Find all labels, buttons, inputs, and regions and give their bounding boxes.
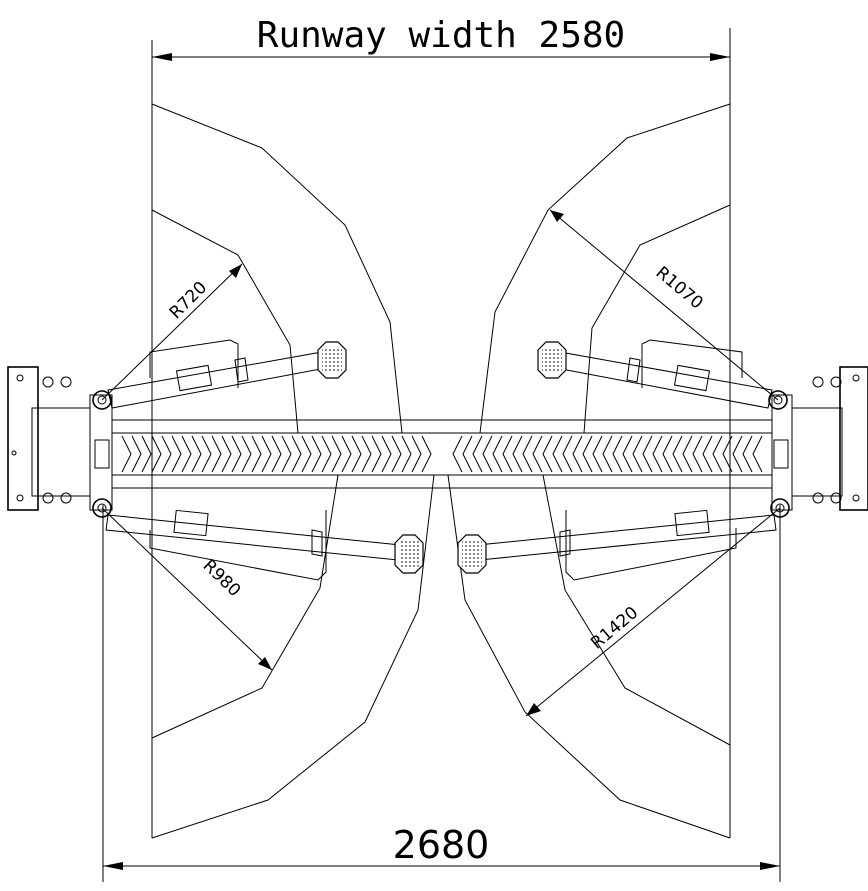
center-beam bbox=[111, 419, 773, 489]
lift-pad-top-right bbox=[537, 341, 567, 379]
chevron bbox=[602, 435, 613, 473]
chevron bbox=[141, 435, 152, 473]
chevron bbox=[542, 435, 553, 473]
chevron bbox=[462, 435, 473, 473]
chevron bbox=[742, 435, 753, 473]
chevron bbox=[752, 435, 763, 473]
chevron bbox=[502, 435, 513, 473]
chevron bbox=[251, 435, 262, 473]
lift-pad-bottom-right bbox=[457, 534, 487, 574]
arm-top-right bbox=[537, 339, 788, 410]
chevron bbox=[562, 435, 573, 473]
chevron bbox=[361, 435, 372, 473]
chevron bbox=[281, 435, 292, 473]
chevron bbox=[151, 435, 162, 473]
chevron bbox=[572, 435, 583, 473]
chevron bbox=[492, 435, 503, 473]
chevron bbox=[171, 435, 182, 473]
chevron bbox=[261, 435, 272, 473]
lift-pad-bottom-left bbox=[394, 534, 424, 574]
base-width-dimension: 2680 bbox=[102, 505, 781, 882]
chevron bbox=[301, 435, 312, 473]
arm-top-left bbox=[92, 339, 347, 410]
chevron bbox=[642, 435, 653, 473]
chevron bbox=[221, 435, 232, 473]
chevron bbox=[722, 435, 733, 473]
chevron bbox=[201, 435, 212, 473]
chevron bbox=[391, 435, 402, 473]
chevron bbox=[181, 435, 192, 473]
radius-label-r1070: R1070 bbox=[652, 263, 707, 314]
chevron bbox=[532, 435, 543, 473]
runway-width-dimension: Runway width 2580 bbox=[151, 15, 731, 104]
chevron bbox=[472, 435, 483, 473]
chevron bbox=[411, 435, 422, 473]
chevron bbox=[632, 435, 643, 473]
chevron bbox=[191, 435, 202, 473]
chevron bbox=[582, 435, 593, 473]
chevron bbox=[452, 435, 463, 473]
base-width-label: 2680 bbox=[393, 823, 490, 867]
radius-label-r980: R980 bbox=[199, 556, 245, 601]
chevron bbox=[702, 435, 713, 473]
chevron bbox=[161, 435, 172, 473]
chevron bbox=[231, 435, 242, 473]
chevron bbox=[381, 435, 392, 473]
chevron bbox=[271, 435, 282, 473]
lift-pad-top-left bbox=[317, 341, 347, 379]
chevron bbox=[622, 435, 633, 473]
chevron bbox=[712, 435, 723, 473]
chevron bbox=[672, 435, 683, 473]
chevron bbox=[592, 435, 603, 473]
swing-envelopes bbox=[151, 103, 731, 839]
chevron bbox=[552, 435, 563, 473]
arm-bottom-right bbox=[457, 498, 790, 581]
chevron bbox=[311, 435, 322, 473]
chevron bbox=[241, 435, 252, 473]
chevron bbox=[291, 435, 302, 473]
chevron bbox=[351, 435, 362, 473]
arm-bottom-left bbox=[92, 498, 424, 581]
chevron bbox=[321, 435, 332, 473]
chevron bbox=[662, 435, 673, 473]
chevron bbox=[121, 435, 132, 473]
chevron bbox=[652, 435, 663, 473]
chevron bbox=[682, 435, 693, 473]
chevron bbox=[401, 435, 412, 473]
chevron bbox=[131, 435, 142, 473]
radius-label-r1420: R1420 bbox=[587, 603, 642, 654]
right-column bbox=[771, 366, 868, 511]
chevron bbox=[331, 435, 342, 473]
chevron bbox=[211, 435, 222, 473]
runway-width-label: Runway width 2580 bbox=[257, 15, 625, 56]
chevron bbox=[522, 435, 533, 473]
radius-dimensions: R720 R1070 R980 R1420 bbox=[101, 209, 781, 717]
chevron bbox=[692, 435, 703, 473]
chevron bbox=[512, 435, 523, 473]
chevron-pattern bbox=[121, 435, 763, 473]
chevron bbox=[421, 435, 432, 473]
chevron bbox=[732, 435, 743, 473]
left-column bbox=[7, 366, 113, 511]
chevron bbox=[482, 435, 493, 473]
chevron bbox=[612, 435, 623, 473]
chevron bbox=[371, 435, 382, 473]
chevron bbox=[341, 435, 352, 473]
